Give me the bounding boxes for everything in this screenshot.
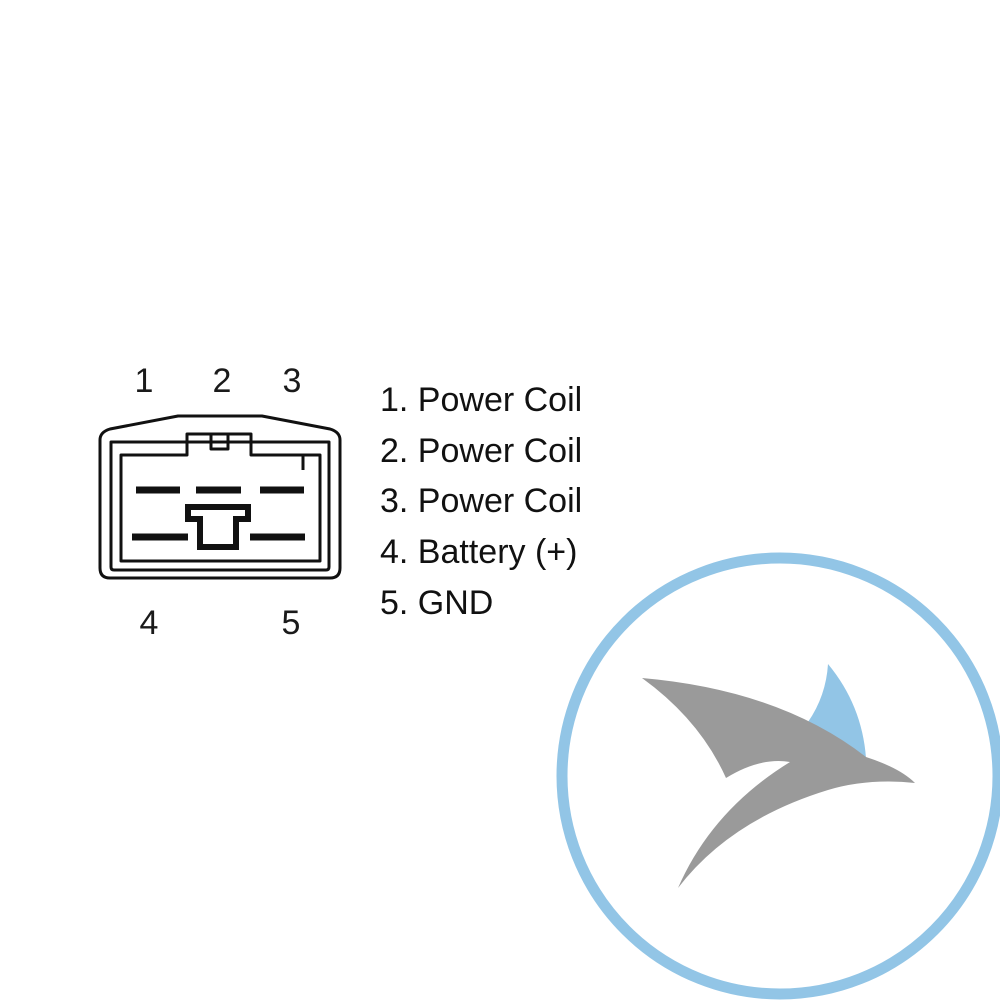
housing-inner-cavity — [119, 432, 322, 563]
legend-item-1: 1. Power Coil — [380, 381, 582, 419]
legend-item-3: 3. Power Coil — [380, 482, 582, 520]
pin-number-2: 2 — [213, 362, 232, 400]
logo-bird-wing-blue — [808, 664, 866, 758]
bird-in-circle-logo-icon — [556, 552, 1000, 1000]
housing-latch-notch — [209, 432, 230, 451]
pin-terminals — [132, 486, 305, 541]
logo-ring — [556, 552, 1000, 1000]
pin-number-4: 4 — [140, 604, 159, 642]
legend-item-4: 4. Battery (+) — [380, 533, 577, 571]
logo-bird-body — [642, 678, 915, 888]
legend-item-2: 2. Power Coil — [380, 432, 582, 470]
pin-number-5: 5 — [282, 604, 301, 642]
pin-number-3: 3 — [283, 362, 302, 400]
connector-housing — [98, 414, 342, 580]
housing-outer-outline — [98, 414, 342, 580]
housing-inner-frame — [109, 440, 331, 572]
pin-number-1: 1 — [135, 362, 154, 400]
legend-item-5: 5. GND — [380, 584, 493, 622]
pin-legend: 1. Power Coil 2. Power Coil 3. Power Coi… — [380, 381, 582, 622]
connector-key — [185, 504, 251, 550]
